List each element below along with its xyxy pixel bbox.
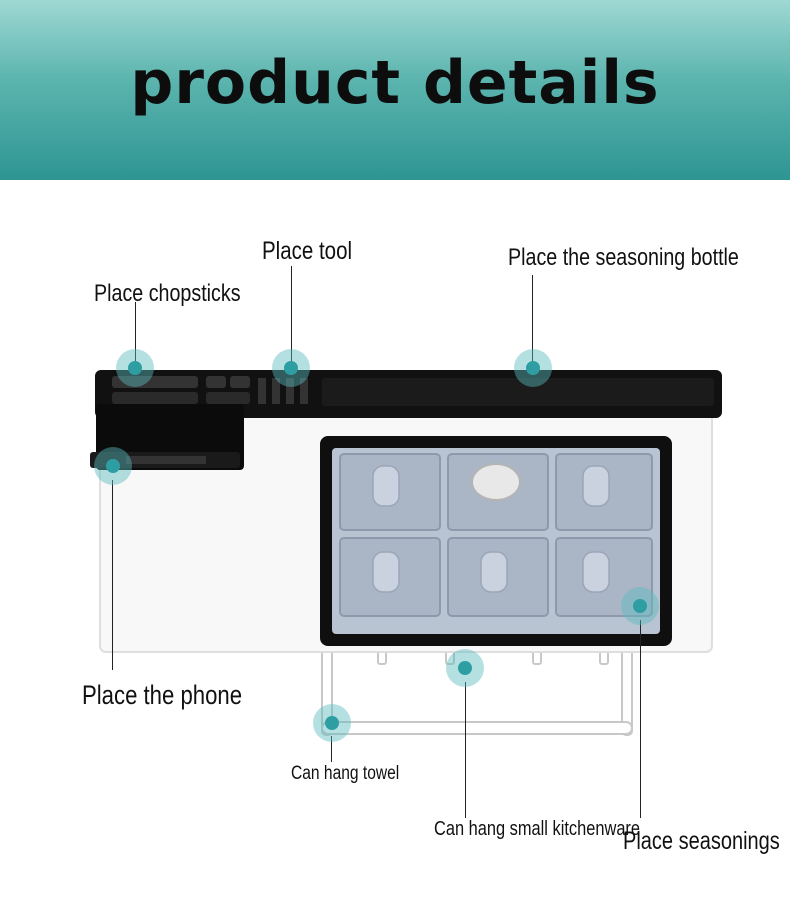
hotspot-chopsticks [116, 349, 154, 387]
label-place-tool: Place tool [262, 237, 353, 265]
drawer-knob [471, 463, 521, 501]
leader-line [465, 682, 466, 818]
label-place-chopsticks: Place chopsticks [94, 280, 241, 307]
hotspot-towel [313, 704, 351, 742]
leader-line [331, 736, 332, 762]
leader-line [135, 302, 136, 366]
label-place-phone: Place the phone [82, 680, 243, 710]
header-banner: product details [0, 0, 790, 180]
hotspot-seasoning-bottle [514, 349, 552, 387]
hotspot-phone [94, 447, 132, 485]
top-rim [95, 370, 722, 418]
phone-holder [90, 404, 244, 470]
spoon-tabs [372, 465, 610, 593]
hotspot-kitchenware [446, 649, 484, 687]
hotspot-tool [272, 349, 310, 387]
label-place-seasonings: Place seasonings [623, 827, 780, 855]
label-can-hang-towel: Can hang towel [291, 763, 400, 784]
leader-line [291, 266, 292, 366]
leader-line [640, 620, 641, 818]
leader-line [112, 480, 113, 670]
leader-line [532, 275, 533, 367]
hotspot-seasonings [621, 587, 659, 625]
label-place-seasoning-bottle: Place the seasoning bottle [508, 244, 739, 271]
label-can-hang-kitchenware: Can hang small kitchenware [434, 818, 641, 840]
banner-title: product details [130, 48, 660, 118]
product-illustration [90, 370, 722, 736]
